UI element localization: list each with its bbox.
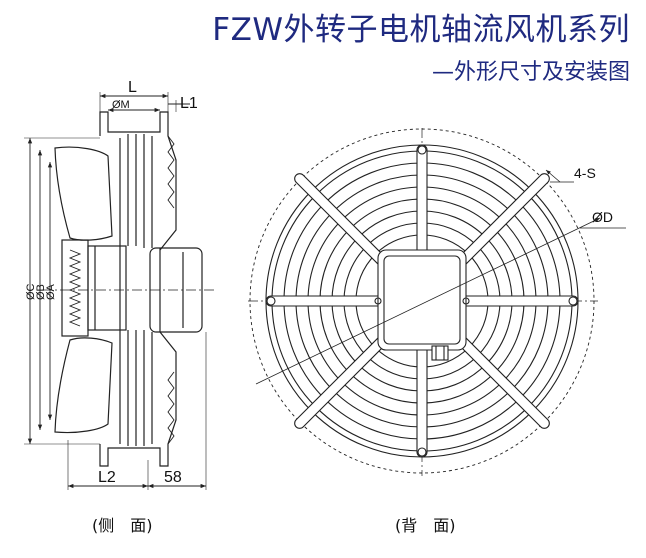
dim-C: ØC	[25, 283, 37, 300]
dim-58: 58	[164, 469, 182, 486]
mount-hole-left	[266, 296, 276, 306]
plate-hole	[374, 297, 382, 305]
dim-M: ØM	[112, 99, 130, 111]
dim-4S: 4-S	[574, 165, 596, 181]
hub-teeth	[68, 249, 82, 327]
dim-L2: L2	[98, 469, 116, 486]
drawing-subtitle: —外形尺寸及安装图	[431, 60, 630, 85]
motor-back-box	[377, 249, 467, 351]
dim-A: ØA	[45, 283, 57, 300]
guard-frame-bottom	[99, 331, 177, 467]
lower-blade	[54, 337, 113, 434]
dim-D: ØD	[592, 209, 613, 225]
dim-L: L	[128, 79, 137, 96]
dim-L1: L1	[180, 95, 198, 112]
mount-hole-bottom	[417, 447, 427, 457]
guard-frame-top	[99, 111, 177, 251]
guard-ribs	[119, 134, 153, 446]
mount-hole-right	[568, 296, 578, 306]
drawing-title: FZW外转子电机轴流风机系列	[212, 12, 630, 48]
motor-back	[149, 247, 203, 333]
mount-hole-top	[417, 145, 427, 155]
side-view-label: (侧 面)	[92, 516, 153, 535]
side-view	[24, 92, 215, 490]
terminal-box	[431, 345, 449, 361]
dim-B: ØB	[35, 284, 47, 300]
back-view	[248, 128, 626, 476]
back-view-label: (背 面)	[395, 516, 456, 535]
D-leader	[255, 217, 601, 385]
upper-blade	[54, 146, 113, 241]
rotor-body	[87, 245, 127, 331]
